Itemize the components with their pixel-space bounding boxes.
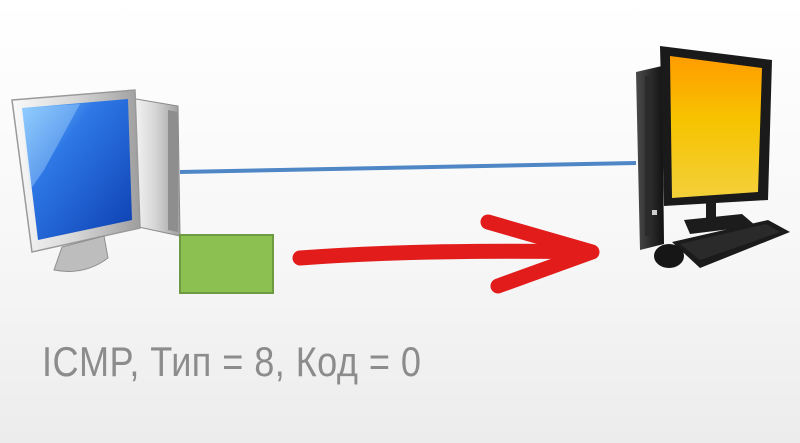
receiver-screen <box>670 56 762 198</box>
sender-screen <box>22 99 132 240</box>
arrow-right-icon <box>292 214 600 294</box>
receiver-computer-icon <box>636 46 790 268</box>
icmp-caption: ICMP, Тип = 8, Код = 0 <box>42 338 422 385</box>
network-link-line <box>179 161 637 174</box>
sender-computer-icon <box>11 89 181 272</box>
packet-rectangle <box>179 234 274 294</box>
